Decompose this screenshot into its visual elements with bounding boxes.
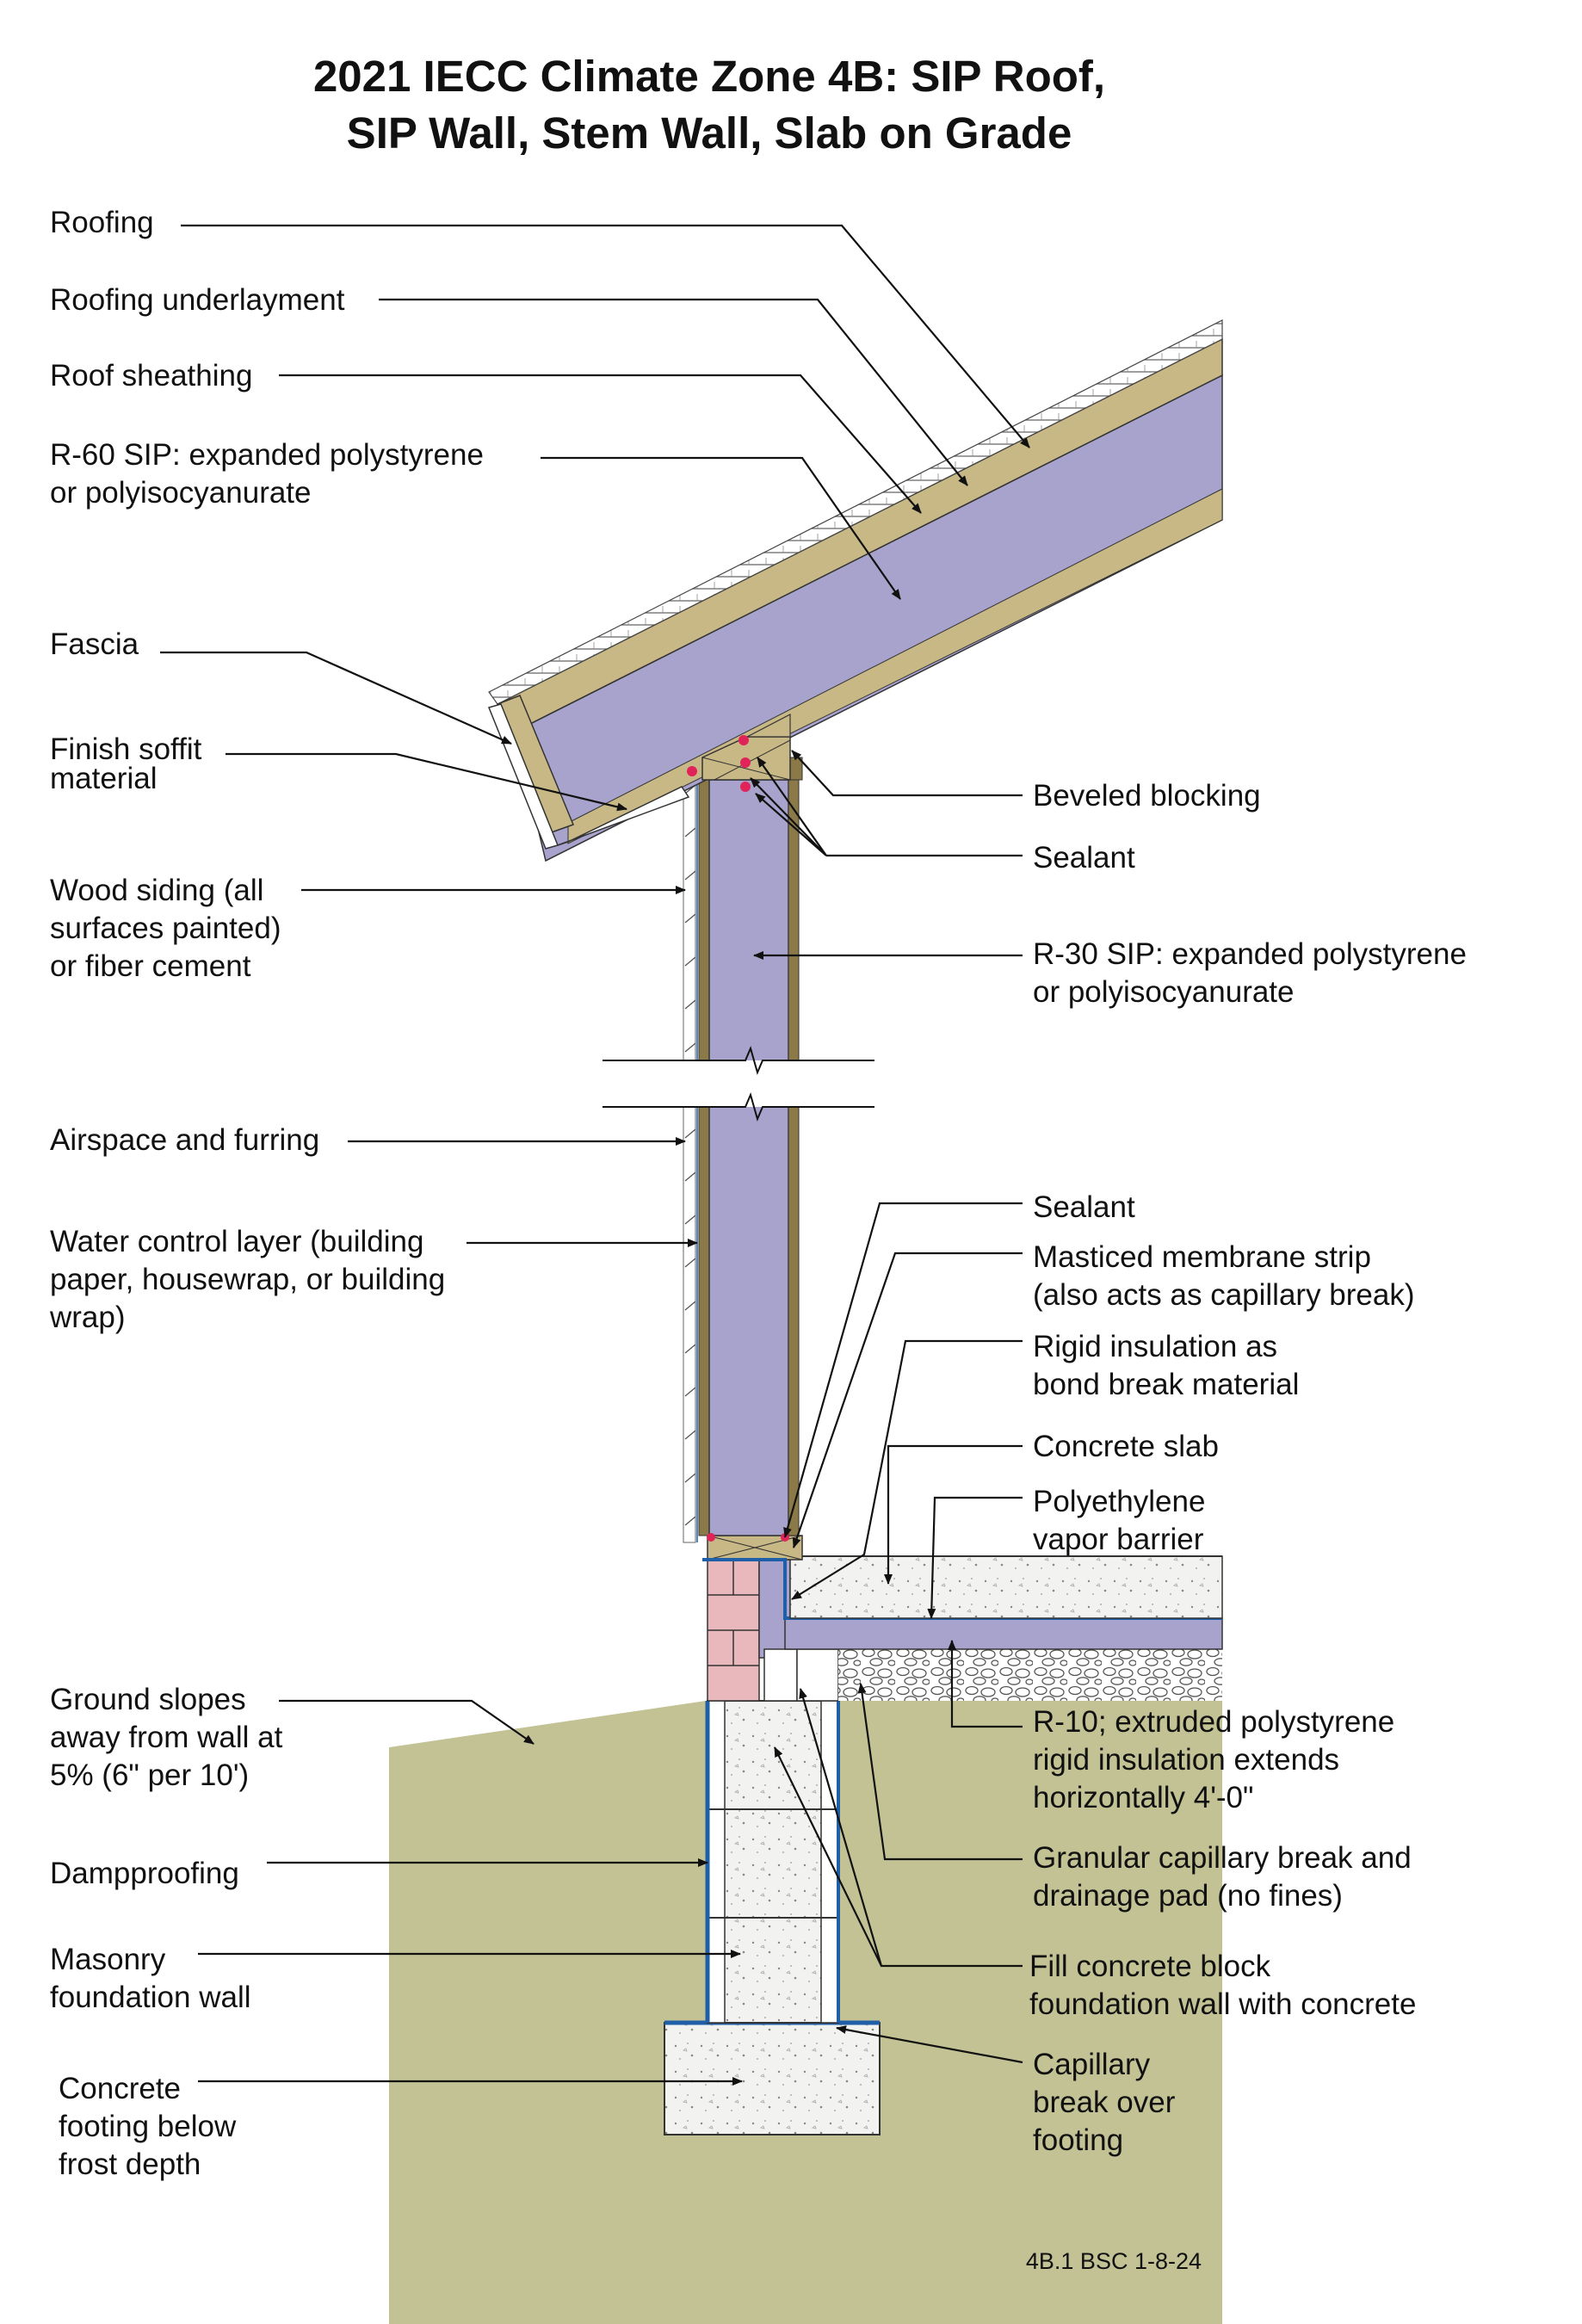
label-r30-sip: R-30 SIP: expanded polystyrene or polyis… [1033, 937, 1475, 1009]
r10-rigid-insulation [784, 1617, 1223, 1650]
sip-wall [698, 757, 803, 1536]
concrete-footing [664, 2022, 881, 2135]
ground [389, 1701, 706, 2324]
label-dampproofing: Dampproofing [50, 1857, 239, 1890]
label-roofing: Roofing [50, 206, 154, 239]
concrete-slab [789, 1555, 1223, 1619]
label-water-control: Water control layer (building paper, hou… [49, 1225, 454, 1334]
masonry-foundation-wall [707, 1700, 839, 2024]
label-concrete-slab: Concrete slab [1033, 1430, 1219, 1463]
label-granular-break: Granular capillary break and drainage pa… [1033, 1841, 1419, 1913]
label-fill-block: Fill concrete block foundation wall with… [1029, 1950, 1416, 2021]
label-roofing-underlayment: Roofing underlayment [50, 283, 345, 317]
label-wood-siding: Wood siding (all surfaces painted) or fi… [50, 874, 289, 983]
label-masticed-strip: Masticed membrane strip (also acts as ca… [1033, 1240, 1415, 1312]
label-sealant-bottom: Sealant [1033, 1190, 1135, 1224]
granular-capillary-break [838, 1641, 1222, 1701]
label-airspace-furring: Airspace and furring [50, 1123, 319, 1157]
label-r10-xps: R-10; extruded polystyrene rigid insulat… [1033, 1705, 1403, 1814]
reference-code: 4B.1 BSC 1-8-24 [1026, 2248, 1202, 2274]
label-fascia: Fascia [50, 627, 139, 661]
title-line-1: 2021 IECC Climate Zone 4B: SIP Roof, [313, 52, 1105, 101]
wood-siding [683, 784, 698, 1543]
leader-lines [160, 224, 1030, 2086]
title-line-2: SIP Wall, Stem Wall, Slab on Grade [347, 108, 1072, 158]
break-lines [603, 1046, 874, 1122]
beveled-blocking [701, 714, 791, 781]
label-sealant-top: Sealant [1033, 841, 1135, 875]
masticed-membrane-strip [702, 1558, 787, 1575]
label-poly-vapor: Polyethylene vapor barrier [1033, 1485, 1214, 1556]
roof-sip [488, 319, 1223, 862]
label-r60-sip: R-60 SIP: expanded polystyrene or polyis… [50, 438, 492, 510]
soffit [557, 786, 690, 846]
label-roof-sheathing: Roof sheathing [50, 359, 252, 392]
label-capillary-footing: Capillary break over footing [1033, 2048, 1183, 2157]
label-beveled-blocking: Beveled blocking [1033, 779, 1261, 813]
label-finish-soffit: Finish soffit material [50, 732, 210, 795]
label-ground-slopes: Ground slopes away from wall at 5% (6" p… [50, 1683, 291, 1792]
label-concrete-footing: Concrete footing below frost depth [59, 2072, 244, 2181]
label-rigid-bond-break: Rigid insulation as bond break material [1033, 1330, 1299, 1401]
leader-lines-right [750, 750, 1023, 2064]
label-masonry-wall: Masonry foundation wall [50, 1943, 251, 2014]
